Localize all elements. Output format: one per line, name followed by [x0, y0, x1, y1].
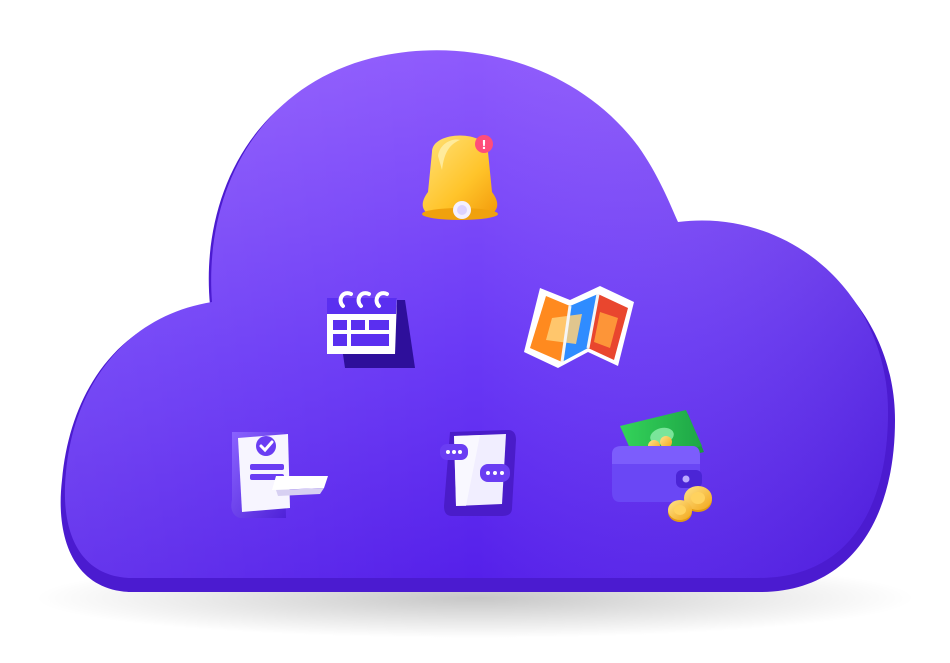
checklist-document-icon [231, 432, 328, 518]
wallet-money-icon [612, 410, 712, 522]
bell-badge-text: ! [481, 138, 486, 152]
phone-chat-icon [440, 430, 516, 516]
notification-bell-icon: ! [422, 135, 498, 220]
folded-map-icon [524, 286, 634, 368]
calendar-icon [327, 291, 415, 368]
